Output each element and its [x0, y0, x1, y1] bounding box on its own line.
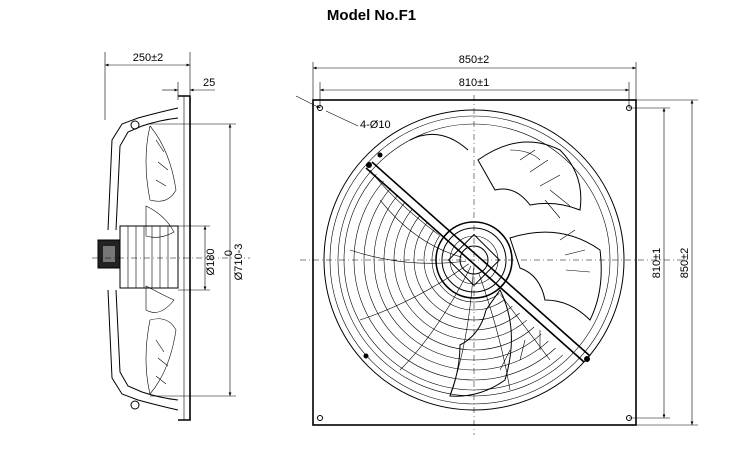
- hub-diameter-label: Ø180: [205, 249, 217, 276]
- mounting-hole: [317, 105, 323, 111]
- flange-label: 25: [203, 77, 215, 89]
- upper-bracket: [107, 107, 179, 231]
- fan-blades: [409, 133, 602, 397]
- lower-bracket: [107, 289, 179, 411]
- plate-width-label: 850±2: [459, 54, 490, 66]
- side-view: 250±2 25: [92, 52, 250, 421]
- hole-spacing-x-label: 810±1: [459, 77, 490, 89]
- front-view: 850±2 810±1 4-Ø10: [295, 54, 698, 435]
- tolerance-label: 0: [223, 250, 235, 256]
- blade-diameter-label: Ø710-3: [233, 244, 245, 281]
- mounting-plate: [312, 99, 637, 426]
- plate-height-label: 850±2: [679, 248, 691, 279]
- depth-label: 250±2: [133, 52, 164, 64]
- hole-spacing-y-label: 810±1: [651, 248, 663, 279]
- mounting-hole: [317, 415, 323, 421]
- motor-body: [119, 225, 179, 289]
- model-title: Model No.F1: [326, 7, 417, 24]
- mounting-holes-label: 4-Ø10: [360, 119, 391, 131]
